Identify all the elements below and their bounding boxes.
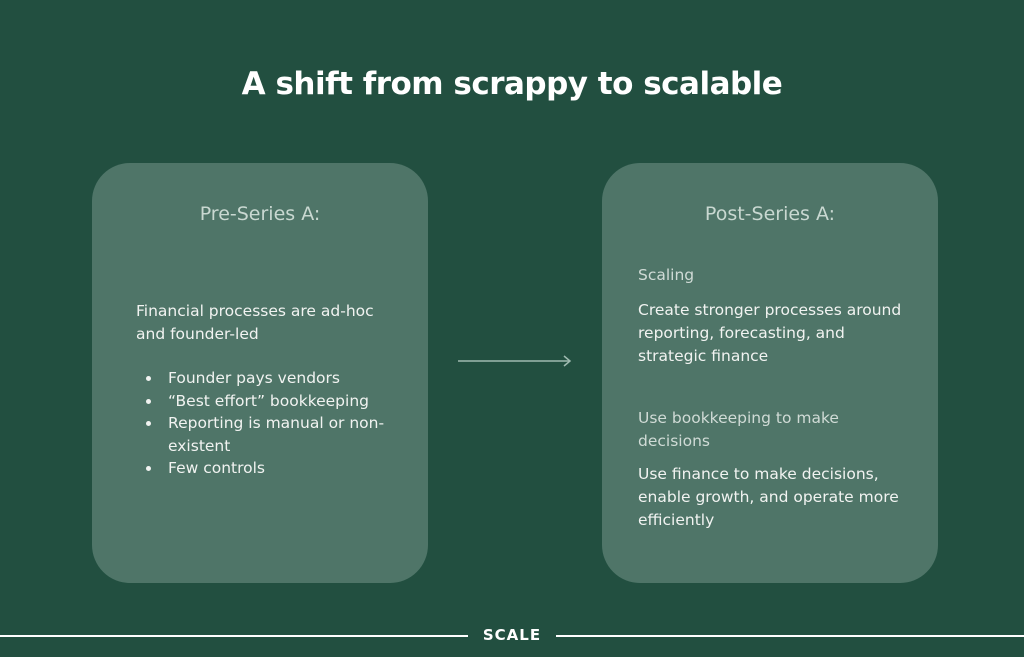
- bullet-list: Founder pays vendors “Best effort” bookk…: [144, 367, 412, 480]
- brand-logo: SCALE: [482, 626, 542, 644]
- section-text: Create stronger processes around reporti…: [638, 301, 902, 365]
- footer-divider: [0, 635, 468, 637]
- card-heading: Pre-Series A:: [199, 203, 321, 225]
- section-subheading: Use bookkeeping to make decisions: [638, 409, 839, 450]
- page-title: A shift from scrappy to scalable: [241, 66, 783, 102]
- footer-divider: [556, 635, 1024, 637]
- pre-series-a-card: Pre-Series A: Financial processes are ad…: [92, 163, 428, 583]
- list-item: “Best effort” bookkeeping: [162, 390, 412, 413]
- arrow-right-icon: [458, 355, 572, 367]
- section-text: Use finance to make decisions, enable gr…: [638, 465, 899, 529]
- list-item: Reporting is manual or non-existent: [162, 412, 412, 457]
- section-subheading: Scaling: [638, 266, 695, 284]
- card-heading: Post-Series A:: [704, 203, 836, 225]
- list-item: Few controls: [162, 457, 412, 480]
- card-description: Financial processes are ad-hoc and found…: [136, 302, 374, 343]
- post-series-a-card: Post-Series A: Scaling Create stronger p…: [602, 163, 938, 583]
- list-item: Founder pays vendors: [162, 367, 412, 390]
